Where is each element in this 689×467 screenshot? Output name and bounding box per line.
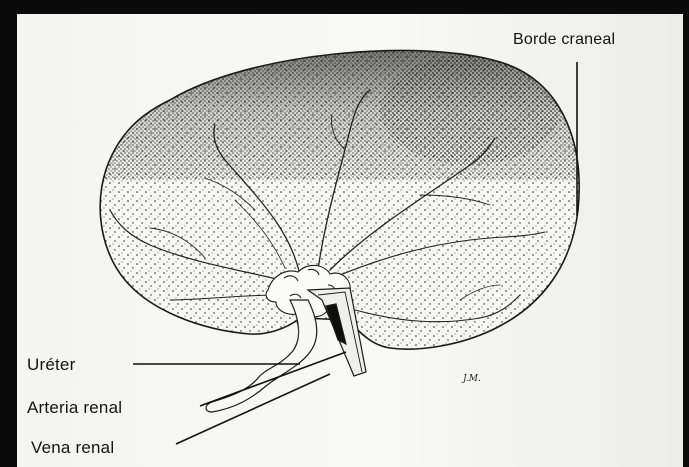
label-arteria-renal: Arteria renal [27, 398, 122, 418]
label-ureter: Uréter [27, 355, 75, 375]
label-borde-craneal: Borde craneal [513, 31, 615, 49]
artist-signature: J.M. [463, 374, 481, 384]
label-vena-renal: Vena renal [31, 438, 114, 458]
